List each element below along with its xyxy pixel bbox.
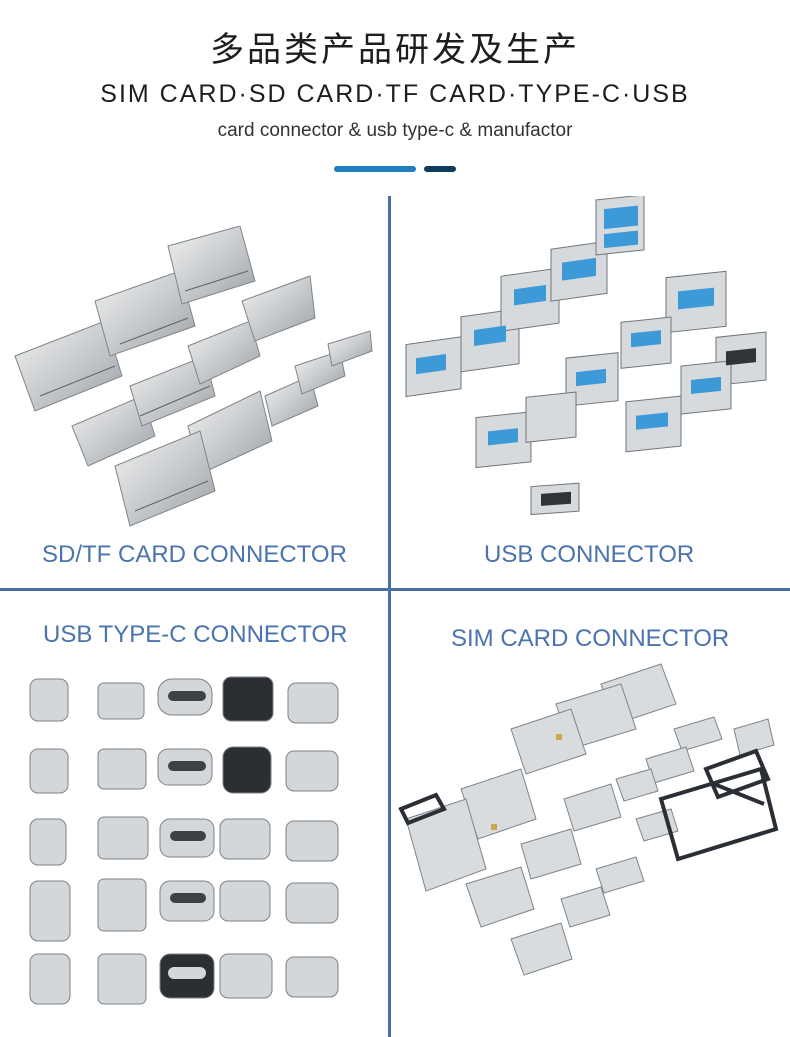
- section-label: USB TYPE-C CONNECTOR: [43, 621, 348, 648]
- section-sim-card-connector: SIM CARD CONNECTOR: [391, 591, 790, 1037]
- section-label: USB CONNECTOR: [484, 541, 695, 568]
- page-title: 多品类产品研发及生产: [210, 30, 580, 70]
- sim-card-connectors-photo: [396, 659, 786, 1029]
- usb-connectors-photo: [396, 196, 786, 526]
- accent-bar-long: [334, 166, 416, 172]
- section-label: SD/TF CARD CONNECTOR: [42, 541, 347, 568]
- section-label: SIM CARD CONNECTOR: [451, 625, 730, 652]
- subtitle: card connector & usb type-c & manufactor: [217, 120, 573, 141]
- header: 多品类产品研发及生产 SIM CARD·SD CARD·TF CARD·TYPE…: [0, 0, 790, 195]
- sd-tf-card-connectors-photo: [10, 226, 380, 531]
- product-categories-title: SIM CARD·SD CARD·TF CARD·TYPE-C·USB: [100, 80, 690, 108]
- usb-type-c-connectors-photo: [18, 669, 358, 1029]
- section-sd-tf-card-connector: SD/TF CARD CONNECTOR: [0, 196, 388, 588]
- accent-bar-short: [424, 166, 456, 172]
- section-usb-type-c-connector: USB TYPE-C CONNECTOR: [0, 591, 388, 1037]
- vertical-divider: [388, 196, 391, 1037]
- section-usb-connector: USB CONNECTOR: [391, 196, 790, 588]
- horizontal-divider: [0, 588, 790, 591]
